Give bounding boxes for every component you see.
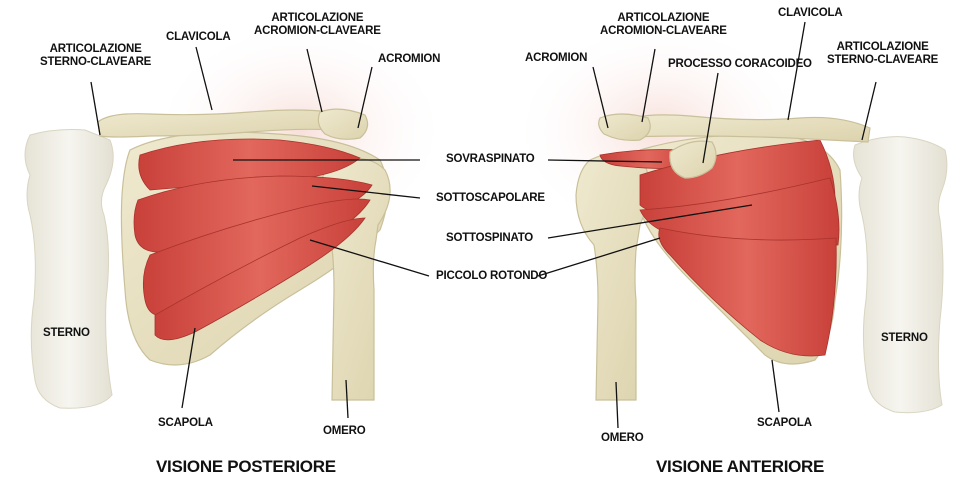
- label-sottospinato: SOTTOSPINATO: [446, 232, 533, 245]
- label-sottoscapolare: SOTTOSCAPOLARE: [436, 192, 545, 205]
- label-a-omero: OMERO: [601, 432, 643, 445]
- label-piccolo-rotondo: PICCOLO ROTONDO: [436, 270, 547, 283]
- label-a-acromion: ACROMION: [525, 52, 587, 65]
- title-posterior: VISIONE POSTERIORE: [156, 457, 336, 477]
- leader-a-scapola: [772, 360, 779, 412]
- label-p-omero: OMERO: [323, 425, 365, 438]
- label-p-scapola: SCAPOLA: [158, 417, 213, 430]
- label-a-clavicola: CLAVICOLA: [778, 7, 842, 20]
- label-p-sterno: STERNO: [43, 327, 90, 340]
- label-p-clavicola: CLAVICOLA: [166, 31, 230, 44]
- label-a-sterno: STERNO: [881, 332, 928, 345]
- title-anterior: VISIONE ANTERIORE: [656, 457, 824, 477]
- label-p-acromion-claveare-line2: ACROMION-CLAVEARE: [254, 25, 381, 38]
- posterior-view: [25, 109, 390, 408]
- anterior-view: [576, 114, 947, 413]
- label-a-acromion-claveare: ARTICOLAZIONE ACROMION-CLAVEARE: [600, 12, 727, 38]
- label-a-sterno-claveare-line1: ARTICOLAZIONE: [827, 41, 938, 54]
- label-a-sterno-claveare: ARTICOLAZIONE STERNO-CLAVEARE: [827, 41, 938, 67]
- label-p-sterno-claveare-line1: ARTICOLAZIONE: [40, 43, 151, 56]
- label-a-scapola: SCAPOLA: [757, 417, 812, 430]
- anterior-sternum: [854, 137, 947, 413]
- label-p-acromion-claveare-line1: ARTICOLAZIONE: [254, 12, 381, 25]
- label-a-sterno-claveare-line2: STERNO-CLAVEARE: [827, 54, 938, 67]
- label-p-sterno-claveare-line2: STERNO-CLAVEARE: [40, 56, 151, 69]
- posterior-acromion: [318, 109, 367, 139]
- label-a-acromion-claveare-line2: ACROMION-CLAVEARE: [600, 25, 727, 38]
- label-p-acromion: ACROMION: [378, 53, 440, 66]
- label-sovraspinato: SOVRASPINATO: [446, 153, 535, 166]
- anterior-omero: [576, 154, 649, 400]
- posterior-sternum: [25, 130, 113, 409]
- leader-p-sterno-claveare: [91, 82, 100, 135]
- label-a-processo-coracoideo: PROCESSO CORACOIDEO: [668, 58, 812, 71]
- label-p-acromion-claveare: ARTICOLAZIONE ACROMION-CLAVEARE: [254, 12, 381, 38]
- label-p-sterno-claveare: ARTICOLAZIONE STERNO-CLAVEARE: [40, 43, 151, 69]
- label-a-acromion-claveare-line1: ARTICOLAZIONE: [600, 12, 727, 25]
